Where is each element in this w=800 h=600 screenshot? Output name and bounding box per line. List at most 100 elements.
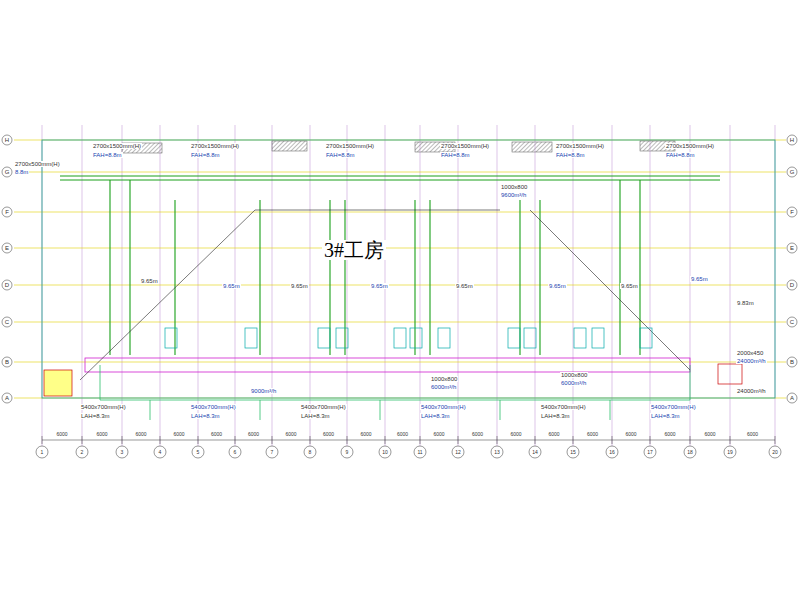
grid-column-label: 5: [196, 450, 201, 455]
duct-annotation: LAH=8.3m: [540, 413, 571, 419]
dimension-text: 6000: [432, 432, 445, 437]
grid-row-label: E: [4, 245, 10, 251]
duct-annotation: 9.65m: [455, 283, 474, 289]
dimension-text: 6000: [284, 432, 297, 437]
duct-annotation: LAH=8.3m: [80, 413, 111, 419]
grid-column-label: 10: [381, 450, 389, 455]
duct-annotation: 5400x700mm(H): [540, 404, 587, 410]
duct-annotation: FAH=8.8m: [555, 152, 586, 158]
grid-row-label: G: [789, 169, 796, 175]
duct-annotation: 1000x800: [500, 184, 528, 190]
dimension-text: 6000: [471, 432, 484, 437]
grid-row-label: B: [789, 359, 795, 365]
duct-annotation: 2000x450: [736, 350, 764, 356]
duct-annotation: 5400x700mm(H): [80, 404, 127, 410]
grid-column-label: 11: [416, 450, 423, 455]
duct-annotation: 5400x700mm(H): [300, 404, 347, 410]
duct-annotation: FAH=8.8m: [440, 152, 471, 158]
grid-column-label: 20: [771, 450, 779, 455]
grid-column-label: 4: [158, 450, 163, 455]
duct-annotation: 2700x1500mm(H): [440, 143, 490, 149]
grid-row-label: B: [4, 359, 10, 365]
dimension-text: 6000: [547, 432, 560, 437]
duct-annotation: 9.65m: [370, 283, 389, 289]
duct-annotation: 2700x1500mm(H): [92, 143, 142, 149]
grid-row-label: F: [789, 209, 795, 215]
duct-annotation: LAH=8.3m: [650, 413, 681, 419]
grid-column-label: 13: [493, 450, 501, 455]
duct-annotation: LAH=8.3m: [420, 413, 451, 419]
duct-annotation: LAH=8.3m: [300, 413, 331, 419]
dimension-text: 6000: [703, 432, 716, 437]
dimension-text: 6000: [359, 432, 372, 437]
grid-row-label: H: [4, 137, 10, 143]
grid-row-label: D: [789, 282, 795, 288]
duct-annotation: 9600m³/h: [500, 192, 527, 198]
grid-column-label: 6: [233, 450, 238, 455]
duct-annotation: 9.65m: [690, 276, 709, 282]
duct-annotation: 6000m³/h: [560, 380, 587, 386]
duct-annotation: 9.83m: [736, 300, 755, 306]
duct-annotation: 9000m³/h: [250, 388, 277, 394]
dimension-text: 6000: [663, 432, 676, 437]
grid-column-label: 19: [726, 450, 734, 455]
grid-column-label: 16: [608, 450, 616, 455]
grid-column-label: 1: [40, 450, 45, 455]
duct-annotation: FAH=8.8m: [92, 152, 123, 158]
grid-row-label: E: [789, 245, 795, 251]
duct-annotation: 5400x700mm(H): [650, 404, 697, 410]
duct-annotation: 5400x700mm(H): [420, 404, 467, 410]
grid-column-label: 12: [454, 450, 462, 455]
duct-annotation: 6000m³/h: [430, 384, 457, 390]
dimension-text: 6000: [586, 432, 599, 437]
duct-annotation: 9.65m: [290, 283, 309, 289]
grid-column-label: 3: [120, 450, 125, 455]
duct-annotation: 9.65m: [548, 283, 567, 289]
dimension-text: 6000: [396, 432, 409, 437]
dimension-text: 6000: [322, 432, 335, 437]
duct-annotation: 1000x800: [430, 376, 458, 382]
grid-column-label: 14: [531, 450, 539, 455]
duct-annotation: 2700x1500mm(H): [190, 143, 240, 149]
grid-column-label: 18: [686, 450, 694, 455]
duct-annotation: 24000m³/h: [736, 358, 767, 364]
dimension-text: 6000: [746, 432, 759, 437]
duct-annotation: 8.8m: [14, 169, 29, 175]
grid-column-label: 8: [308, 450, 313, 455]
duct-annotation: 2700x1500mm(H): [665, 143, 715, 149]
grid-column-label: 9: [345, 450, 350, 455]
duct-annotation: 2700x500mm(H): [14, 161, 61, 167]
dimension-text: 6000: [210, 432, 223, 437]
grid-row-label: C: [789, 319, 795, 325]
grid-column-label: 2: [80, 450, 85, 455]
duct-annotation: 9.65m: [620, 283, 639, 289]
grid-row-label: H: [789, 137, 795, 143]
building-title: 3#工房: [322, 240, 386, 260]
dimension-text: 6000: [509, 432, 522, 437]
duct-annotation: LAH=8.3m: [190, 413, 221, 419]
dimension-text: 6000: [134, 432, 147, 437]
dimension-text: 6000: [172, 432, 185, 437]
dimension-text: 6000: [55, 432, 68, 437]
grid-column-label: 15: [569, 450, 577, 455]
duct-annotation: 5400x700mm(H): [190, 404, 237, 410]
grid-column-label: 7: [270, 450, 275, 455]
grid-row-label: C: [4, 319, 10, 325]
duct-annotation: 9.65m: [140, 278, 159, 284]
grid-row-label: F: [4, 209, 10, 215]
grid-row-label: A: [4, 395, 10, 401]
grid-column-label: 17: [646, 450, 654, 455]
duct-annotation: 24000m³/h: [736, 388, 767, 394]
duct-annotation: FAH=8.8m: [665, 152, 696, 158]
duct-annotation: FAH=8.8m: [325, 152, 356, 158]
grid-row-label: A: [789, 395, 795, 401]
duct-annotation: 9.65m: [222, 283, 241, 289]
dimension-text: 6000: [624, 432, 637, 437]
duct-annotation: 2700x1500mm(H): [555, 143, 605, 149]
dimension-text: 6000: [95, 432, 108, 437]
duct-annotation: 1000x800: [560, 372, 588, 378]
duct-annotation: 2700x1500mm(H): [325, 143, 375, 149]
grid-row-label: G: [4, 169, 11, 175]
